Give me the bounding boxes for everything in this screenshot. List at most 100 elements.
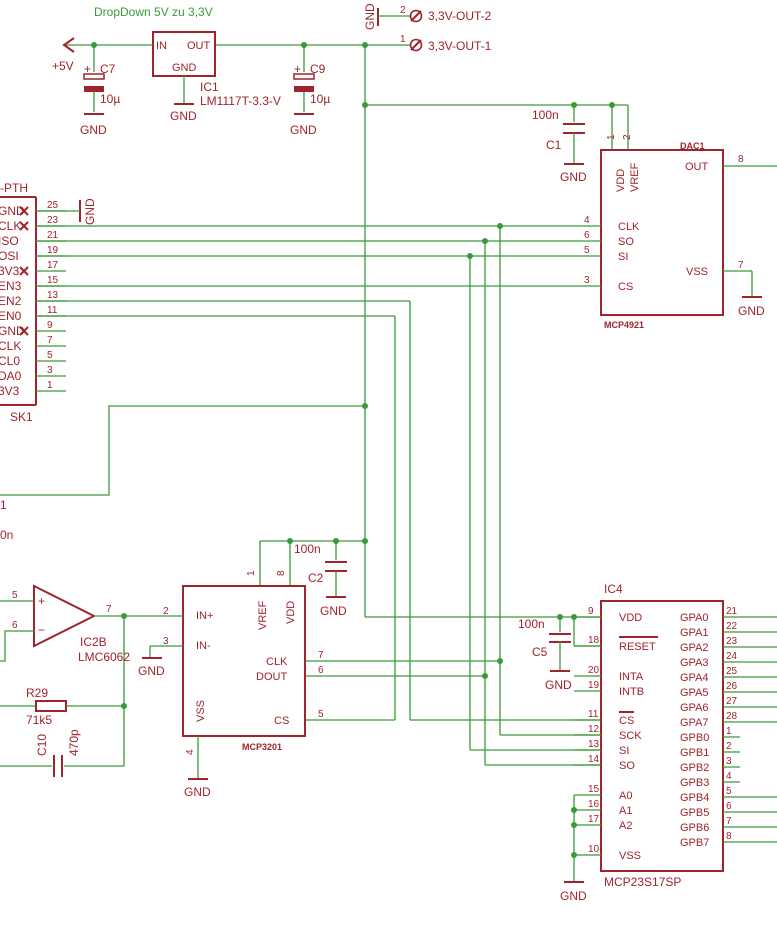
sk1-row-pin: 3 [47,365,53,376]
io-ref: IC4 [604,582,623,596]
sk1-ref: SK1 [10,410,33,424]
io-left-pin: RESET 18 [574,635,656,653]
io-right-pin-name: GPA6 [680,702,709,714]
c5-ref: C5 [532,645,548,659]
resistor-r29: R29 71k5 [0,686,124,727]
svg-text:8: 8 [276,570,287,576]
c9-gnd-label: GND [290,123,317,137]
c10-value: 470p [67,729,81,756]
svg-text:7: 7 [738,260,744,271]
svg-text:5: 5 [12,590,18,601]
c5-value: 100n [518,617,545,631]
dac-pin-out: OUT [685,161,709,173]
svg-text:4: 4 [185,749,196,755]
sk1-row-pin: 13 [47,290,59,301]
capacitor-c10: C10 470p [0,729,124,777]
out1-pin: 1 [400,34,406,45]
io-right-pin-name: GPA0 [680,612,709,624]
io-right-pin-num: 8 [726,831,732,842]
io-left-pin-num: 19 [588,680,600,691]
sk1-row-label: ISO [0,234,19,248]
svg-text:6: 6 [584,230,590,241]
io-right-pin-name: GPA5 [680,687,709,699]
sk1-row-pin: 11 [47,305,58,316]
svg-text:1: 1 [246,570,257,576]
capacitor-c7: + C7 10µ GND [80,62,120,137]
sk1-row-label: OSI [0,249,19,263]
c2-value: 100n [294,542,321,556]
c7-ref: C7 [100,62,116,76]
sk1-row-pin: 23 [47,215,59,226]
io-left-pin-num: 18 [588,635,600,646]
svg-text:3: 3 [163,636,169,647]
io-right-pin-num: 1 [726,726,732,737]
io-right-pin: GPB7 8 [680,831,777,849]
io-right-pin-num: 21 [726,606,738,617]
sk1-header: -PTH [0,181,28,195]
sk1-row-label: 3V3 [0,264,20,278]
no-connect-icon [19,326,29,336]
svg-text:5: 5 [318,709,324,720]
dac-ref: DAC1 [680,141,705,151]
svg-text:6: 6 [318,665,324,676]
ic1-gnd-label: GND [170,109,197,123]
io-left-pin-name: SCK [619,730,642,742]
opamp-part: LMC6062 [78,650,130,664]
adc-pin-cs: CS [274,715,289,727]
dac-mcp4921: DAC1 MCP4921 VDD VREF 1 2 OUT 8 CLK SO S… [584,134,777,330]
out2-pin: 2 [400,5,406,16]
dac-pin-vss: VSS [686,266,708,278]
svg-text:−: − [38,623,45,637]
svg-text:+: + [38,594,45,608]
sk1-row-label: CLK [0,339,21,353]
dac-pin-clk: CLK [618,221,640,233]
io-left-pin-name: VSS [619,850,641,862]
svg-text:4: 4 [584,215,590,226]
io-right-pin-num: 4 [726,771,732,782]
io-right-pin-name: GPA7 [680,717,709,729]
io-right-pin-name: GPA2 [680,642,709,654]
dac-gnd-label: GND [738,304,765,318]
io-gnd-label: GND [560,889,587,903]
c5-gnd-label: GND [545,678,572,692]
io-left-pin: INTB 19 [574,680,644,698]
sk1-row-label: GND [0,204,25,218]
no-connect-icon [19,266,29,276]
io-left-pin-num: 15 [588,784,600,795]
io-right-pin-name: GPB7 [680,837,709,849]
svg-text:8: 8 [738,154,744,165]
adc-pin-vss: VSS [195,700,207,722]
adc-pin-clk: CLK [266,656,288,668]
io-left-pin-name: RESET [619,641,656,653]
io-left-pin-name: INTB [619,686,644,698]
svg-text:1: 1 [606,134,617,140]
c1-gnd-label: GND [560,170,587,184]
io-left-pin-num: 17 [588,814,600,825]
svg-text:5: 5 [584,245,590,256]
io-right-pin-name: GPA4 [680,672,709,684]
svg-text:7: 7 [318,650,324,661]
svg-text:3: 3 [584,275,590,286]
adc-gnd-label: GND [184,785,211,799]
ic1-pin-out: OUT [187,40,211,52]
sk1-row-pin: 15 [47,275,59,286]
io-left-pin-num: 20 [588,665,600,676]
io-left-pin-num: 13 [588,739,600,750]
dac-pin-si: SI [618,251,628,263]
no-connect-icon [19,206,29,216]
dac-pin-vref: VREF [629,162,641,192]
c9-ref: C9 [310,62,326,76]
